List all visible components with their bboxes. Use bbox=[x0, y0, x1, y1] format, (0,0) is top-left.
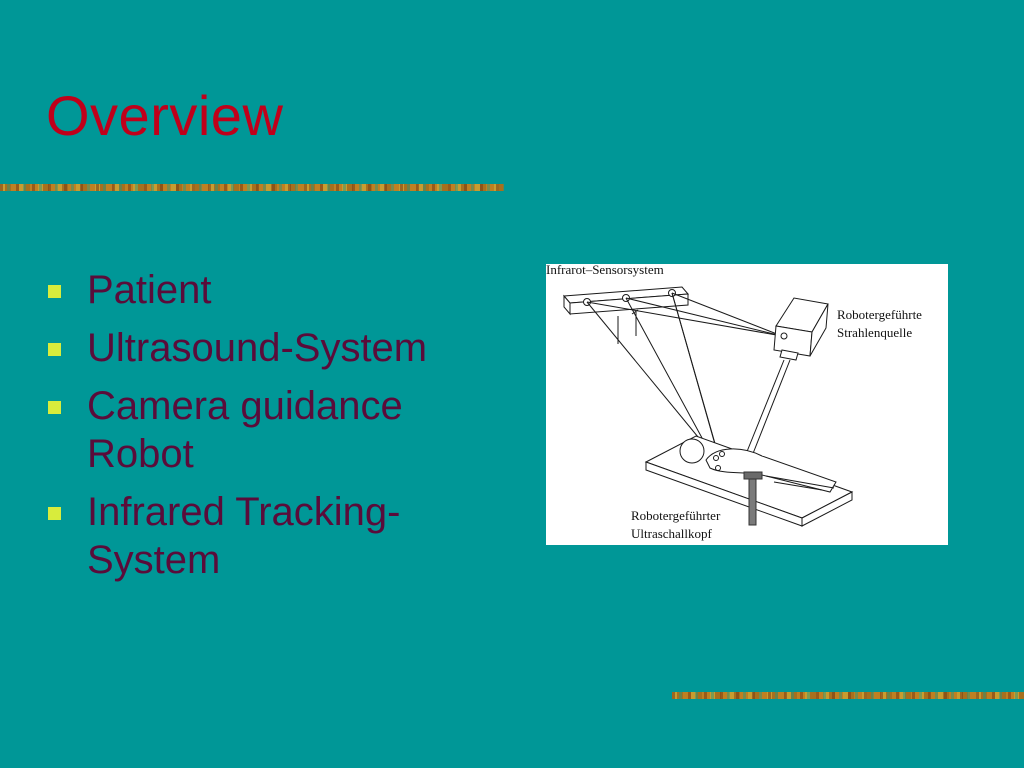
label-radiation-source-line1: Robotergeführte bbox=[837, 307, 922, 322]
decorative-stripe-bottom bbox=[672, 692, 1024, 699]
decorative-stripe-top bbox=[0, 184, 504, 191]
system-diagram-drawing bbox=[562, 286, 854, 527]
system-diagram: Infrarot–Sensorsystem Robotergeführte St… bbox=[546, 262, 948, 545]
bullet-item-ultrasound-system: Ultrasound-System bbox=[48, 324, 488, 372]
bullet-square-icon bbox=[48, 285, 61, 298]
bullet-item-camera-guidance-robot: Camera guidance Robot bbox=[48, 382, 488, 478]
bullet-text: Patient bbox=[87, 268, 212, 312]
label-infrared-sensor-system: Infrarot–Sensorsystem bbox=[546, 262, 664, 277]
bullet-square-icon bbox=[48, 507, 61, 520]
label-ultrasound-probe-line1: Robotergeführter bbox=[631, 508, 721, 523]
bullet-item-infrared-tracking-system: Infrared Tracking-System bbox=[48, 488, 488, 584]
infrared-sensor-bar bbox=[562, 286, 690, 344]
label-ultrasound-probe-line2: Ultraschallkopf bbox=[631, 526, 712, 541]
bullet-item-patient: Patient bbox=[48, 266, 488, 314]
bullet-list: Patient Ultrasound-System Camera guidanc… bbox=[48, 266, 488, 594]
bullet-text: Camera guidance Robot bbox=[87, 384, 403, 476]
bullet-text: Infrared Tracking-System bbox=[87, 490, 401, 582]
slide-title: Overview bbox=[46, 84, 284, 147]
bullet-square-icon bbox=[48, 401, 61, 414]
ultrasound-probe bbox=[743, 471, 763, 526]
bullet-square-icon bbox=[48, 343, 61, 356]
bullet-text: Ultrasound-System bbox=[87, 326, 428, 370]
radiation-source-box bbox=[773, 297, 829, 361]
label-radiation-source-line2: Strahlenquelle bbox=[837, 325, 913, 340]
